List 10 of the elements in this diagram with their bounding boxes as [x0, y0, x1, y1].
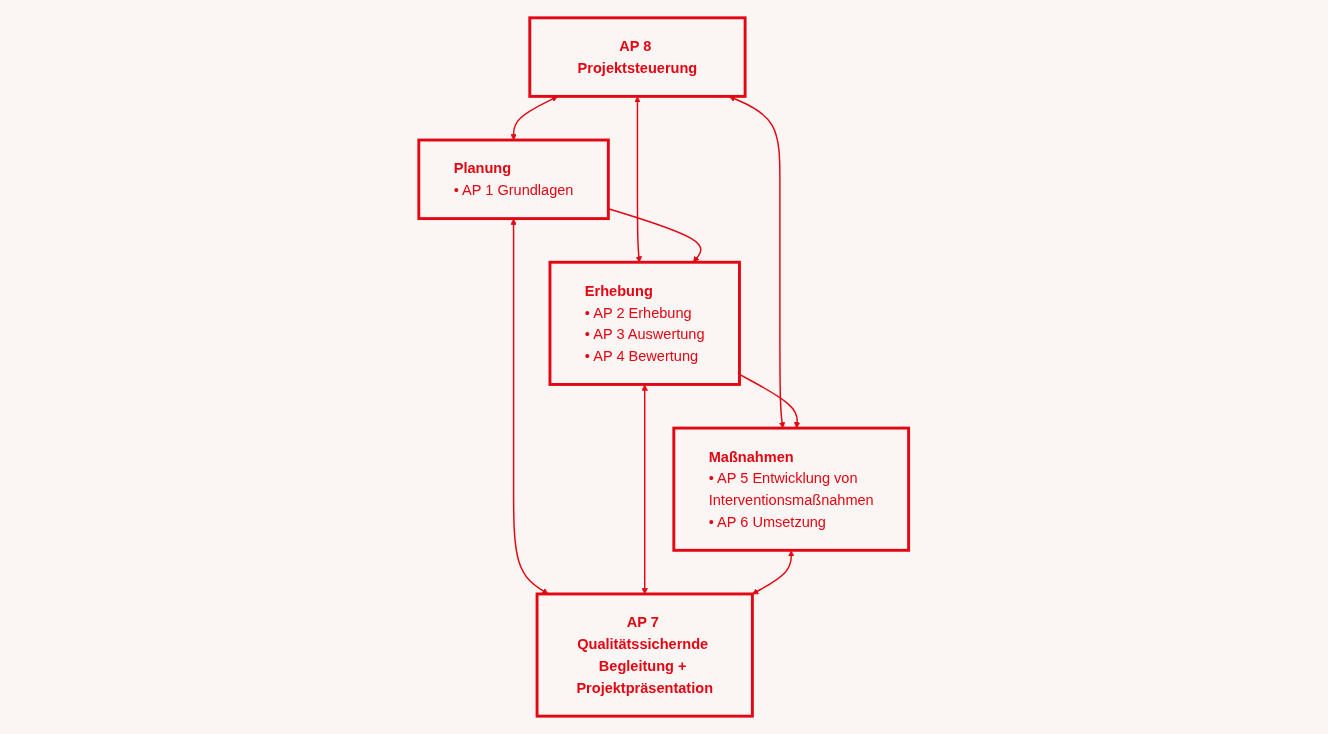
node-box — [528, 16, 747, 98]
node-box — [548, 260, 742, 386]
diagram: AP 8 Projektsteuerung Planung • AP 1 Grundlagen Erhebung • AP 2 Erhebung • AP 3 Auswertung • AP 4 Bewertung Maßnahmen • AP 5 Entwicklung von Interventionsmaßnahmen • AP 6 Umsetzung AP 7 Qualitätssichernde Begleitung + Projektpräsentation — [413, 12, 915, 722]
arrow — [634, 96, 643, 263]
arrow — [510, 96, 559, 141]
arrow — [739, 373, 801, 429]
node-box — [535, 592, 755, 718]
node-box — [672, 426, 911, 552]
arrow — [752, 550, 795, 595]
node-box — [417, 138, 611, 221]
